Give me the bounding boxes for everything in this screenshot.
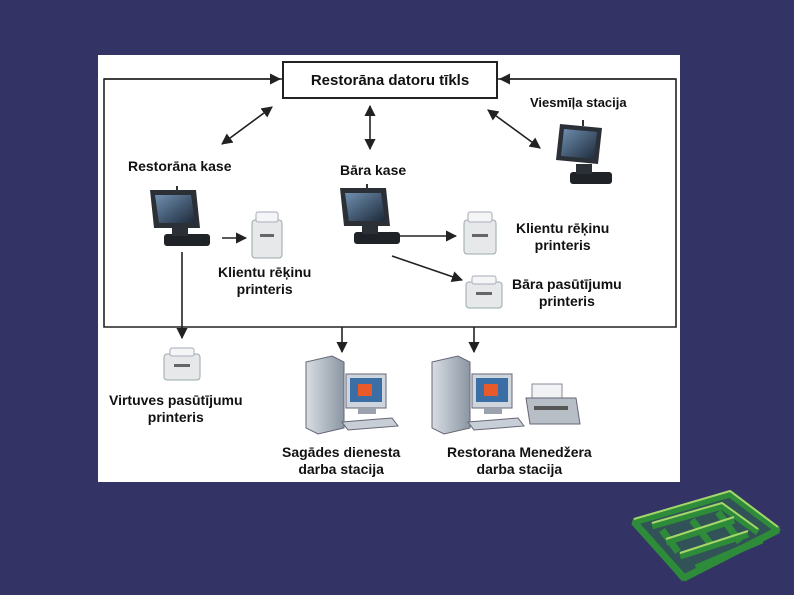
supply-workstation-icon	[305, 355, 399, 435]
client-printer-1-label: Klientu rēķinu printeris	[218, 264, 311, 298]
supply-station-label: Sagādes dienesta darba stacija	[282, 444, 400, 478]
network-title: Restorāna datoru tīkls	[310, 71, 470, 89]
restaurant-till-terminal-icon	[150, 186, 210, 246]
arrow-waiter-network	[487, 109, 541, 149]
kitchen-printer-line2: printeris	[147, 409, 204, 425]
client-printer-1-line2: printeris	[236, 281, 293, 297]
client-printer-2-line1: Klientu rēķinu	[516, 220, 610, 236]
kitchen-printer-line1: Virtuves pasūtījumu	[109, 392, 243, 408]
restaurant-till-label: Restorāna kase	[128, 158, 232, 174]
client-receipt-printer-2-icon	[463, 211, 497, 255]
inkjet-printer-icon	[525, 383, 581, 425]
maze-decoration-icon	[631, 489, 782, 582]
client-receipt-printer-1-icon	[251, 211, 283, 259]
manager-station-label: Restorana Menedžera darba stacija	[447, 444, 592, 478]
kitchen-printer-label: Virtuves pasūtījumu printeris	[109, 392, 243, 426]
network-frame	[103, 73, 677, 328]
arrow-bar-order-printer	[391, 255, 464, 283]
manager-station-line2: darba stacija	[476, 461, 563, 477]
diagram-panel	[98, 55, 680, 482]
client-printer-2-line2: printeris	[534, 237, 591, 253]
supply-station-line2: darba stacija	[298, 461, 384, 477]
bar-order-printer-line2: printeris	[538, 293, 595, 309]
waiter-station-label: Viesmīļa stacija	[530, 95, 627, 110]
client-printer-1-line1: Klientu rēķinu	[218, 264, 312, 280]
manager-station-line1: Restorana Menedžera	[447, 444, 592, 460]
connection-arrows	[176, 104, 541, 354]
network-title-box: Restorāna datoru tīkls	[282, 61, 498, 99]
kitchen-order-printer-icon	[163, 347, 201, 381]
client-printer-2-label: Klientu rēķinu printeris	[516, 220, 609, 254]
waiter-terminal-icon	[556, 120, 612, 184]
bar-order-printer-icon	[465, 275, 503, 309]
arrow-till-network	[221, 106, 273, 145]
bar-order-printer-label: Bāra pasūtījumu printeris	[512, 276, 622, 310]
bar-till-terminal-icon	[340, 184, 400, 244]
bar-order-printer-line1: Bāra pasūtījumu	[512, 276, 622, 292]
bar-till-label: Bāra kase	[340, 162, 407, 178]
supply-station-line1: Sagādes dienesta	[282, 444, 401, 460]
manager-workstation-icon	[431, 355, 525, 435]
